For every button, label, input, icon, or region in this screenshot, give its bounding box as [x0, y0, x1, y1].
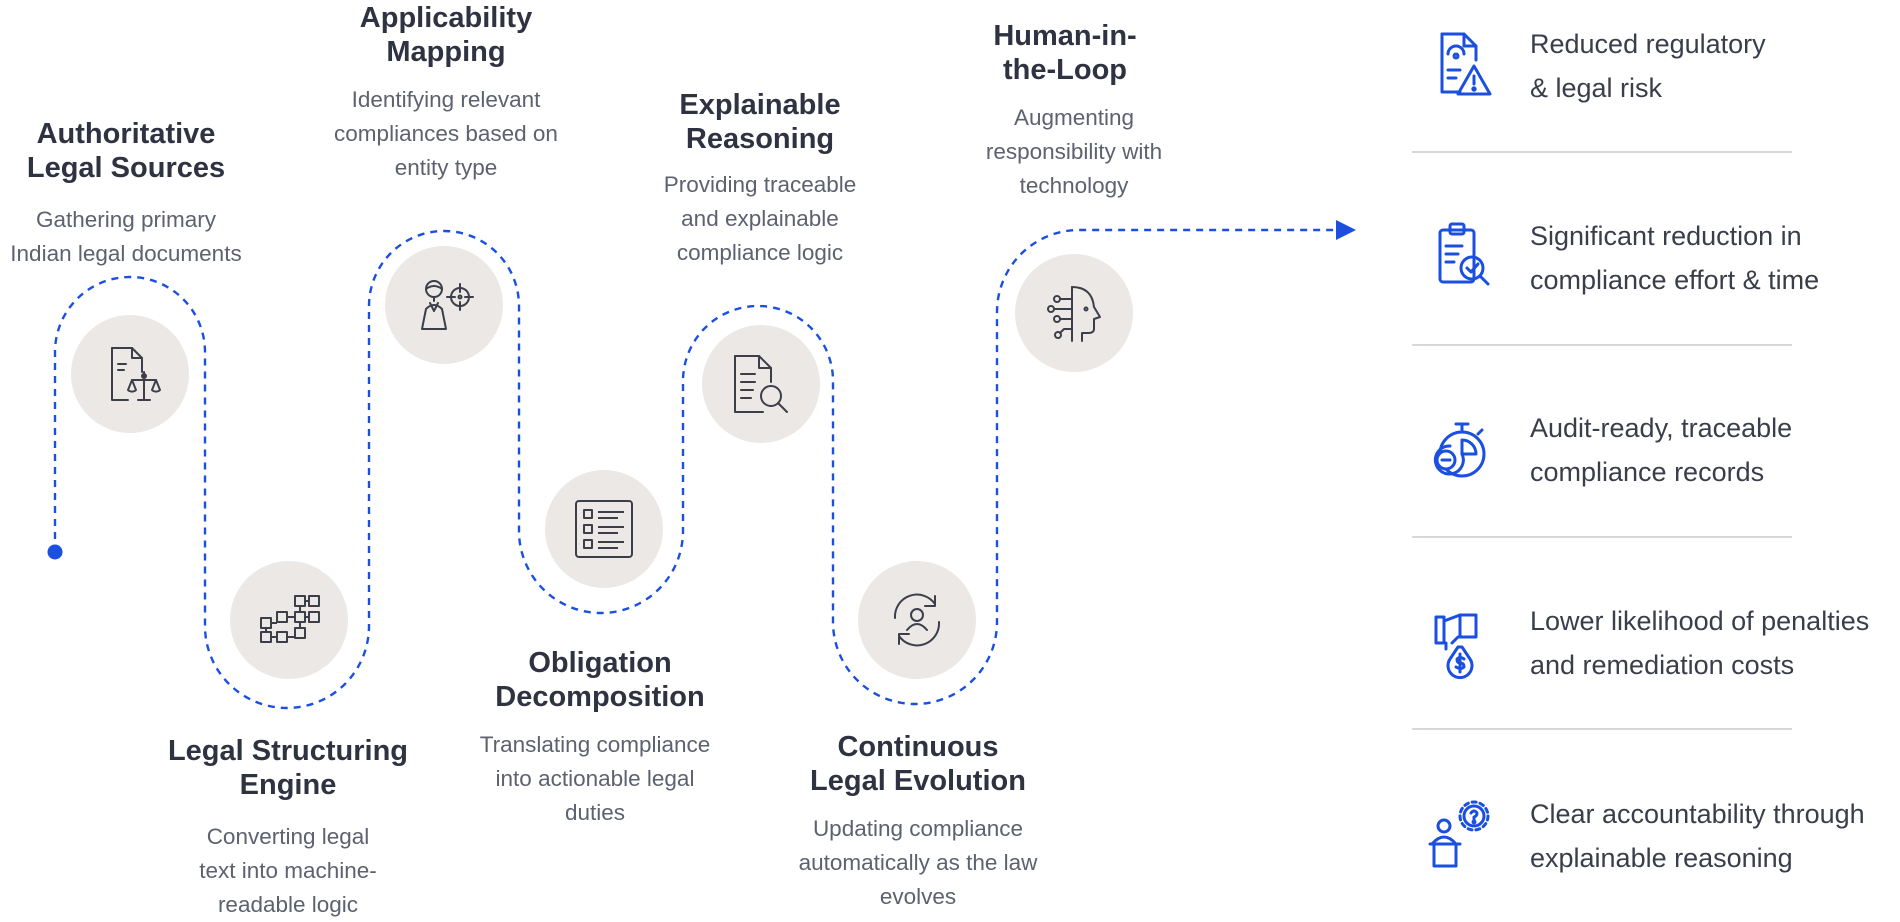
- document-warning-icon: [1440, 32, 1492, 96]
- step-4-title: Obligation Decomposition: [495, 647, 705, 713]
- benefit-text-2: Significant reduction in compliance effo…: [1530, 221, 1820, 295]
- user-refresh-icon: [893, 593, 941, 647]
- step-6-circle: [858, 561, 976, 679]
- step-1-circle: [71, 315, 189, 433]
- benefit-divider: [1412, 536, 1792, 538]
- step-5-description: Providing traceable and explainable comp…: [663, 172, 857, 265]
- step-3-circle: [385, 246, 503, 364]
- dashed-path-line: [53, 228, 1336, 710]
- stopwatch-chart-icon: [1433, 422, 1486, 478]
- step-2-title: Legal Structuring Engine: [167, 735, 409, 801]
- step-1-title: Authoritative Legal Sources: [26, 118, 226, 184]
- step-6-title: Continuous Legal Evolution: [810, 731, 1026, 797]
- step-3-description: Identifying relevant compliances based o…: [334, 87, 558, 180]
- checklist-icon: [575, 500, 633, 558]
- benefit-item-4: Lower likelihood of penalties and remedi…: [1420, 585, 1890, 715]
- step-2-circle: [230, 561, 348, 679]
- person-podium-question-icon: [1428, 800, 1490, 868]
- benefit-text-1: Reduced regulatory & legal risk: [1530, 29, 1766, 103]
- step-4-circle: [545, 470, 663, 588]
- step-5-title: Explainable Reasoning: [679, 89, 841, 155]
- benefit-text-5: Clear accountability through explainable…: [1530, 799, 1865, 873]
- structure-network-icon: [260, 595, 320, 643]
- step-7-title: Human-in- the-Loop: [993, 20, 1137, 86]
- step-6-description: Updating compliance automatically as the…: [798, 816, 1038, 909]
- step-5-circle: [702, 325, 820, 443]
- path-arrowhead: [1336, 220, 1356, 240]
- step-4-description: Translating compliance into actionable l…: [479, 732, 711, 825]
- benefit-item-3: Audit-ready, traceable compliance record…: [1420, 392, 1890, 522]
- benefit-text-3: Audit-ready, traceable compliance record…: [1530, 413, 1793, 487]
- benefit-item-5: Clear accountability through explainable…: [1420, 778, 1890, 908]
- document-search-icon: [734, 355, 788, 413]
- benefit-item-1: Reduced regulatory & legal risk: [1420, 8, 1890, 138]
- legal-document-scales-icon: [111, 347, 161, 401]
- step-1-description: Gathering primary Indian legal documents: [10, 207, 242, 266]
- person-target-icon: [421, 280, 474, 330]
- step-3-title: Applicability Mapping: [359, 2, 533, 68]
- step-7-description: Augmenting responsibility with technolog…: [985, 105, 1163, 198]
- thumbs-down-money-icon: [1434, 613, 1478, 680]
- ai-head-icon: [1047, 286, 1101, 342]
- path-start-dot: [47, 544, 63, 560]
- benefit-divider: [1412, 151, 1792, 153]
- step-7-circle: [1015, 254, 1133, 372]
- benefit-divider: [1412, 728, 1792, 730]
- benefit-text-4: Lower likelihood of penalties and remedi…: [1530, 606, 1870, 680]
- benefit-divider: [1412, 344, 1792, 346]
- step-2-description: Converting legal text into machine- read…: [199, 824, 377, 917]
- benefit-item-2: Significant reduction in compliance effo…: [1420, 200, 1890, 330]
- clipboard-check-icon: [1438, 222, 1490, 286]
